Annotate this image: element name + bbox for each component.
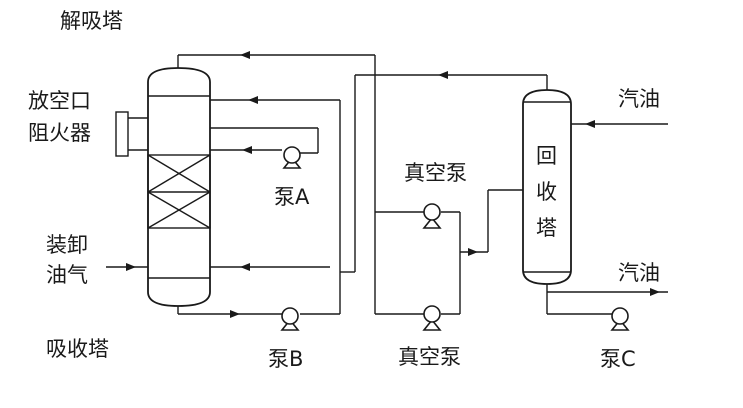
loading-gas-label-line2: 油气 <box>46 263 88 287</box>
recovery-tower-label: 回 收 塔 <box>536 138 557 246</box>
vacuum-pump-bottom-icon <box>422 305 442 331</box>
recovery-tower <box>522 89 572 285</box>
gasoline-inlet <box>571 120 668 128</box>
pump-c-label: 泵C <box>600 347 636 371</box>
gasoline-out-label: 汽油 <box>618 261 660 285</box>
top-outlet-line <box>177 51 376 260</box>
pump-b-icon <box>280 307 300 331</box>
recovery-return-line <box>340 71 548 273</box>
pump-c-icon <box>610 307 630 331</box>
arrow-icon <box>468 248 478 256</box>
desorption-feed-line <box>210 96 341 300</box>
arrow-icon <box>126 263 136 271</box>
recovery-tower-char-3: 塔 <box>536 216 557 240</box>
vacuum-pump-top-label: 真空泵 <box>404 161 467 185</box>
pump-b-label: 泵B <box>268 347 304 371</box>
arrow-icon <box>240 51 250 59</box>
arrow-icon <box>585 120 595 128</box>
arrow-icon <box>248 96 258 104</box>
loading-gas-label-line1: 装卸 <box>46 233 88 257</box>
vent-label-line2: 阻火器 <box>28 121 91 145</box>
desorption-tower-label: 解吸塔 <box>60 9 123 33</box>
vent-label-line1: 放空口 <box>28 89 91 113</box>
absorption-return-line <box>210 263 330 271</box>
vacuum-pump-lines <box>374 189 523 331</box>
pump-a-icon <box>282 146 302 169</box>
main-tower <box>115 67 211 307</box>
absorption-tower-label: 吸收塔 <box>46 337 109 361</box>
arrow-icon <box>438 71 448 79</box>
recovery-tower-char-2: 收 <box>536 180 557 204</box>
loading-gas-inlet <box>106 263 148 271</box>
recovery-tower-char-1: 回 <box>536 144 557 168</box>
pump-a-label: 泵A <box>274 185 310 209</box>
gasoline-outlet <box>546 284 668 331</box>
gasoline-in-label: 汽油 <box>618 87 660 111</box>
vacuum-pump-top-icon <box>422 203 442 229</box>
arrow-icon <box>240 263 250 271</box>
arrow-icon <box>230 310 240 318</box>
arrow-icon <box>650 288 660 296</box>
pump-b-line <box>177 300 341 331</box>
pump-a-loop <box>210 127 319 169</box>
vacuum-pump-bottom-label: 真空泵 <box>398 345 461 369</box>
arrow-icon <box>242 146 252 154</box>
